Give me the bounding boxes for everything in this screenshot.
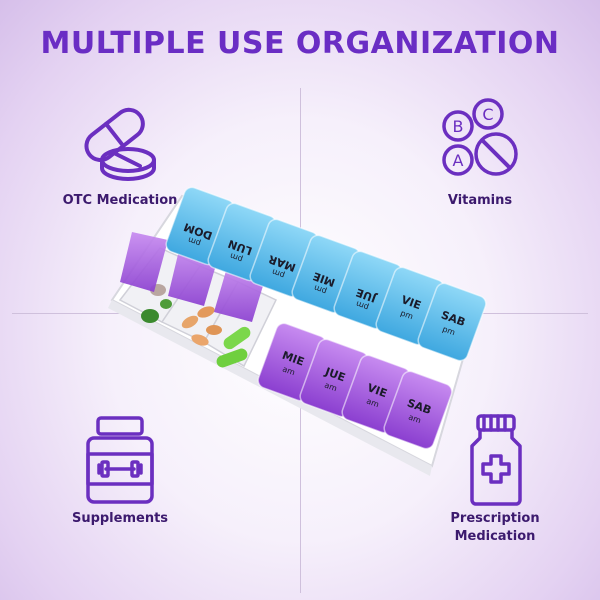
- pills: [141, 284, 251, 368]
- prescription-label-line-1: Prescription: [450, 511, 540, 526]
- lid-suffix-label: am: [323, 381, 338, 394]
- lid-body: [417, 282, 487, 362]
- lid-suffix-label: pm: [229, 251, 244, 264]
- otc-medication-label: OTC Medication: [62, 193, 178, 208]
- lid-suffix-label: pm: [441, 324, 456, 337]
- vitamin-letter-b: B: [453, 117, 464, 136]
- page-title: MULTIPLE USE ORGANIZATION: [40, 26, 560, 61]
- lid-suffix-label: pm: [355, 299, 370, 312]
- lid-day-label: VIE: [366, 381, 389, 400]
- vitamin-letter-a: A: [453, 151, 464, 170]
- lid-suffix-label: am: [407, 413, 422, 426]
- lid-suffix-label: am: [365, 397, 380, 410]
- lid-suffix-label: pm: [313, 283, 328, 296]
- vitamins-abc-icon: B C A: [442, 98, 518, 176]
- prescription-bottle-icon: [470, 414, 522, 506]
- lid-suffix-label: pm: [187, 235, 202, 248]
- lid-suffix-label: pm: [399, 308, 414, 321]
- open-lids: [120, 232, 266, 322]
- lid-day-label: VIE: [400, 293, 423, 312]
- lid-suffix-label: pm: [271, 267, 286, 280]
- vitamin-letter-c: C: [482, 105, 493, 124]
- prescription-label-line-2: Medication: [454, 529, 536, 544]
- vitamins-label: Vitamins: [447, 193, 513, 208]
- supplements-label: Supplements: [71, 511, 169, 526]
- prescription-medication-label: Prescription Medication: [420, 510, 570, 546]
- supplement-jar-icon: [86, 416, 154, 504]
- lid-suffix-label: am: [281, 365, 296, 378]
- lid-body: [383, 370, 453, 450]
- capsule-tablet-icon: [84, 107, 156, 181]
